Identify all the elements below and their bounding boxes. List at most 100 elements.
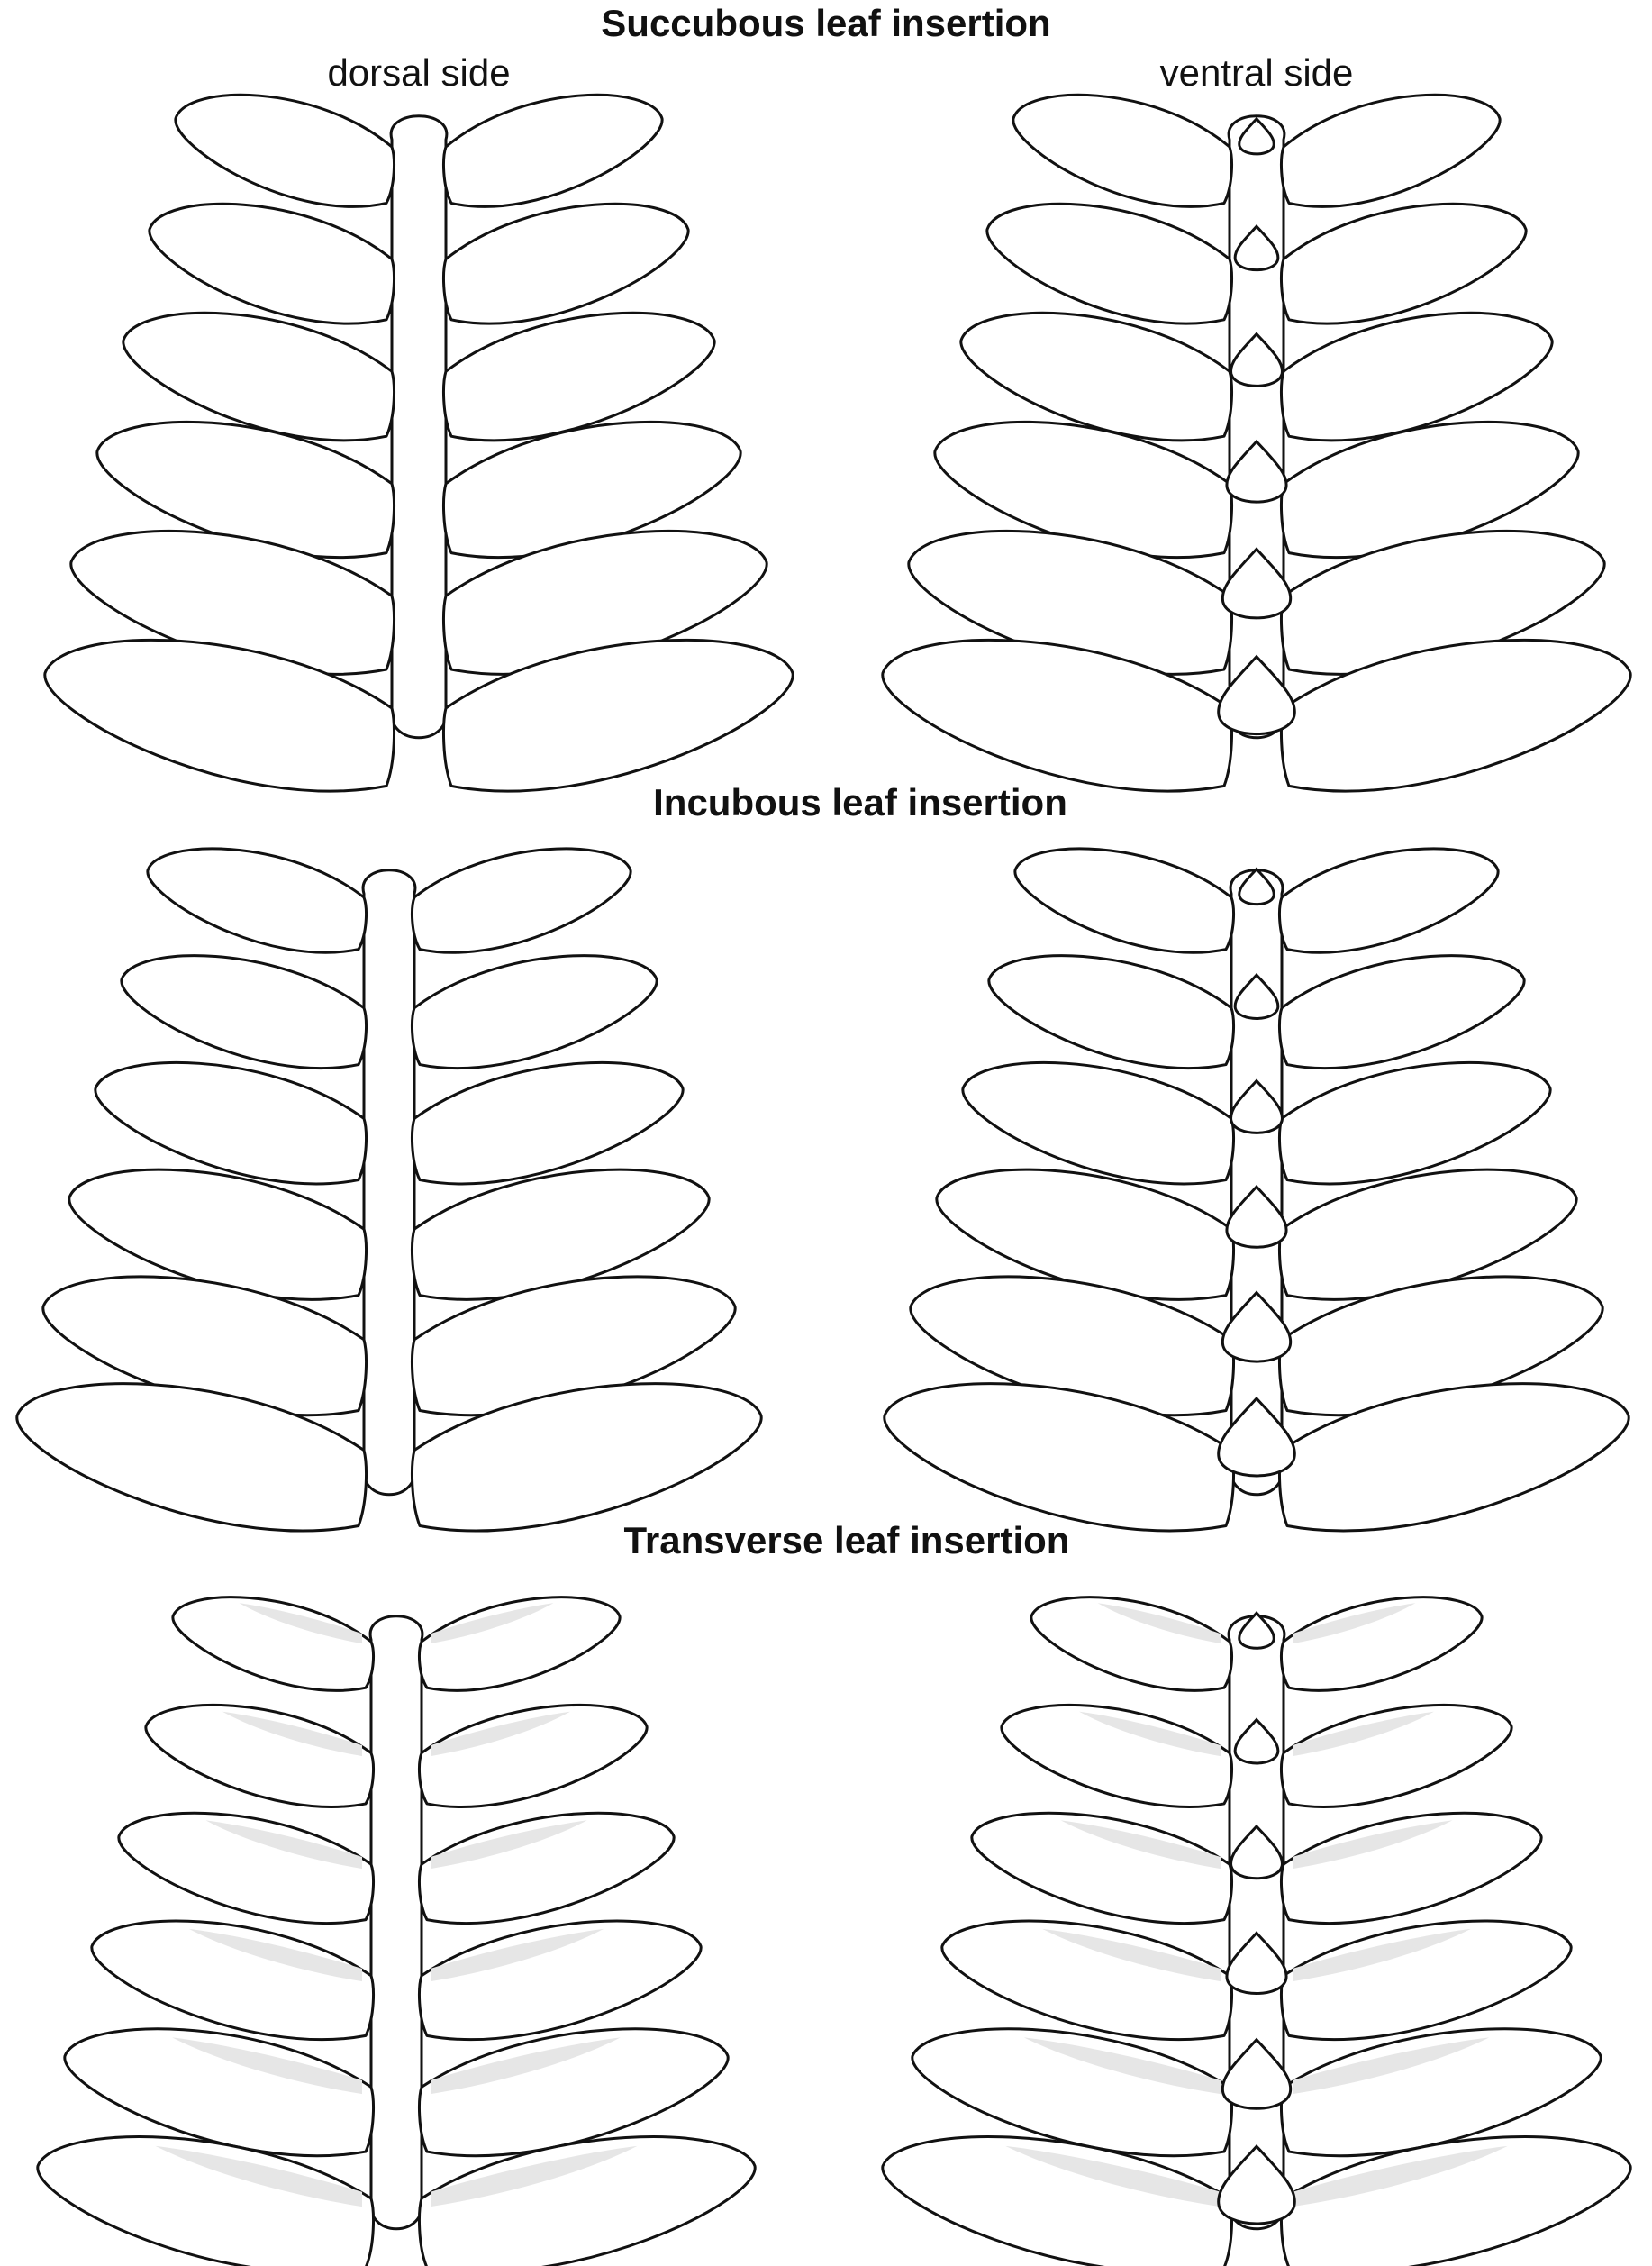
leaf-right: [442, 202, 690, 325]
panel-transverse-dorsal: [36, 1596, 757, 2266]
leaf-shading: [1079, 1711, 1221, 1757]
leaf-left: [146, 847, 368, 954]
underleaf: [1230, 1078, 1284, 1134]
stem: [368, 1615, 424, 2231]
leaf-shading: [1042, 1928, 1221, 1982]
leaf-right: [411, 1382, 763, 1533]
leaf-right: [411, 1060, 685, 1186]
leaf-right: [1278, 1382, 1630, 1533]
leaf-left: [1012, 93, 1233, 208]
leaf-left: [43, 638, 395, 793]
underleaf: [1233, 1717, 1280, 1765]
leaf-right: [418, 1919, 703, 2042]
panel-incubous-ventral: [883, 847, 1630, 1533]
leaf-left: [940, 1919, 1233, 2042]
leaf-right: [1280, 420, 1580, 559]
leaf-shading: [222, 1711, 362, 1757]
underleaf: [1238, 867, 1275, 906]
leaf-left: [911, 2027, 1233, 2158]
leaf-shading: [205, 1820, 362, 1870]
stem: [1227, 1615, 1286, 2231]
leaf-right: [418, 2135, 757, 2266]
leaf-left: [120, 954, 368, 1070]
underleaf: [1217, 654, 1296, 736]
leaf-shading: [1293, 2145, 1508, 2207]
leaf-right: [411, 847, 632, 954]
leaf-right: [1278, 1168, 1578, 1301]
underleaf: [1221, 547, 1293, 620]
leaf-right: [1280, 202, 1528, 325]
leaf-right: [1280, 2027, 1602, 2158]
underleaf: [1221, 1290, 1293, 1363]
leaf-shading: [1293, 1928, 1471, 1982]
heading-incubous: Incubous leaf insertion: [653, 781, 1067, 824]
leaf-left: [69, 529, 395, 676]
underleaf: [1233, 224, 1280, 272]
underleaf: [1230, 1824, 1284, 1880]
label-ventral-side: ventral side: [1160, 51, 1354, 94]
stem: [1227, 114, 1286, 740]
leaf-shading: [188, 1928, 362, 1982]
underleaf: [1221, 2037, 1293, 2110]
leaf-shading: [1293, 1820, 1453, 1870]
stem: [389, 114, 449, 740]
underleaf: [1217, 1396, 1296, 1478]
underleaf: [1225, 439, 1288, 504]
heading-transverse: Transverse leaf insertion: [624, 1519, 1070, 1561]
leaf-left: [961, 1060, 1235, 1186]
leaf-right: [418, 1811, 676, 1925]
leaf-shading: [239, 1603, 362, 1644]
leaf-left: [907, 529, 1233, 676]
leaf-left: [36, 2135, 375, 2266]
leaf-shading: [1293, 2037, 1490, 2095]
leaf-left: [933, 420, 1233, 559]
leaf-right: [1280, 1704, 1513, 1808]
leaf-left: [881, 2135, 1233, 2266]
leaf-right: [1278, 847, 1500, 954]
panel-succubous-ventral: [881, 93, 1632, 793]
leaf-right: [442, 420, 742, 559]
leaf-right: [1278, 954, 1526, 1070]
leaf-left: [909, 1275, 1235, 1416]
leaf-left: [144, 1704, 375, 1808]
underleaf: [1233, 972, 1280, 1020]
leaf-shading: [1293, 1603, 1416, 1644]
leaf-shading: [1293, 1711, 1434, 1757]
underleaf: [1238, 116, 1275, 156]
leaf-right: [1280, 1596, 1484, 1692]
underleaf: [1238, 1610, 1275, 1650]
leaf-left: [15, 1382, 368, 1533]
leaf-left: [94, 1060, 368, 1186]
leaf-right: [418, 1596, 622, 1692]
leaf-left: [171, 1596, 375, 1692]
leaf-right: [442, 529, 768, 676]
leaf-right: [442, 93, 664, 208]
leaf-right: [1280, 2135, 1632, 2266]
leaf-shading: [431, 2037, 621, 2095]
leaf-shading: [431, 2145, 638, 2207]
leaf-left: [985, 202, 1233, 325]
leaf-right: [418, 1704, 649, 1808]
underleaf: [1230, 332, 1284, 387]
leaf-right: [411, 1275, 737, 1416]
leaf-shading: [431, 1820, 587, 1870]
leaf-shading: [431, 1928, 604, 1982]
leaf-left: [959, 311, 1233, 442]
leaf-right: [1280, 529, 1606, 676]
panel-transverse-ventral: [881, 1596, 1632, 2266]
leaf-left: [117, 1811, 375, 1925]
leaf-right: [1278, 1275, 1604, 1416]
label-dorsal-side: dorsal side: [327, 51, 510, 94]
leaf-shading: [1005, 2145, 1221, 2207]
leaf-right: [1280, 638, 1632, 793]
leaf-right: [1280, 93, 1502, 208]
leaf-right: [411, 1168, 711, 1301]
leaf-left: [148, 202, 395, 325]
leaf-shading: [172, 2037, 362, 2095]
leaf-right: [418, 2027, 730, 2158]
stem: [361, 869, 417, 1497]
leaf-left: [883, 1382, 1235, 1533]
leaf-left: [174, 93, 395, 208]
leaf-shading: [155, 2145, 362, 2207]
